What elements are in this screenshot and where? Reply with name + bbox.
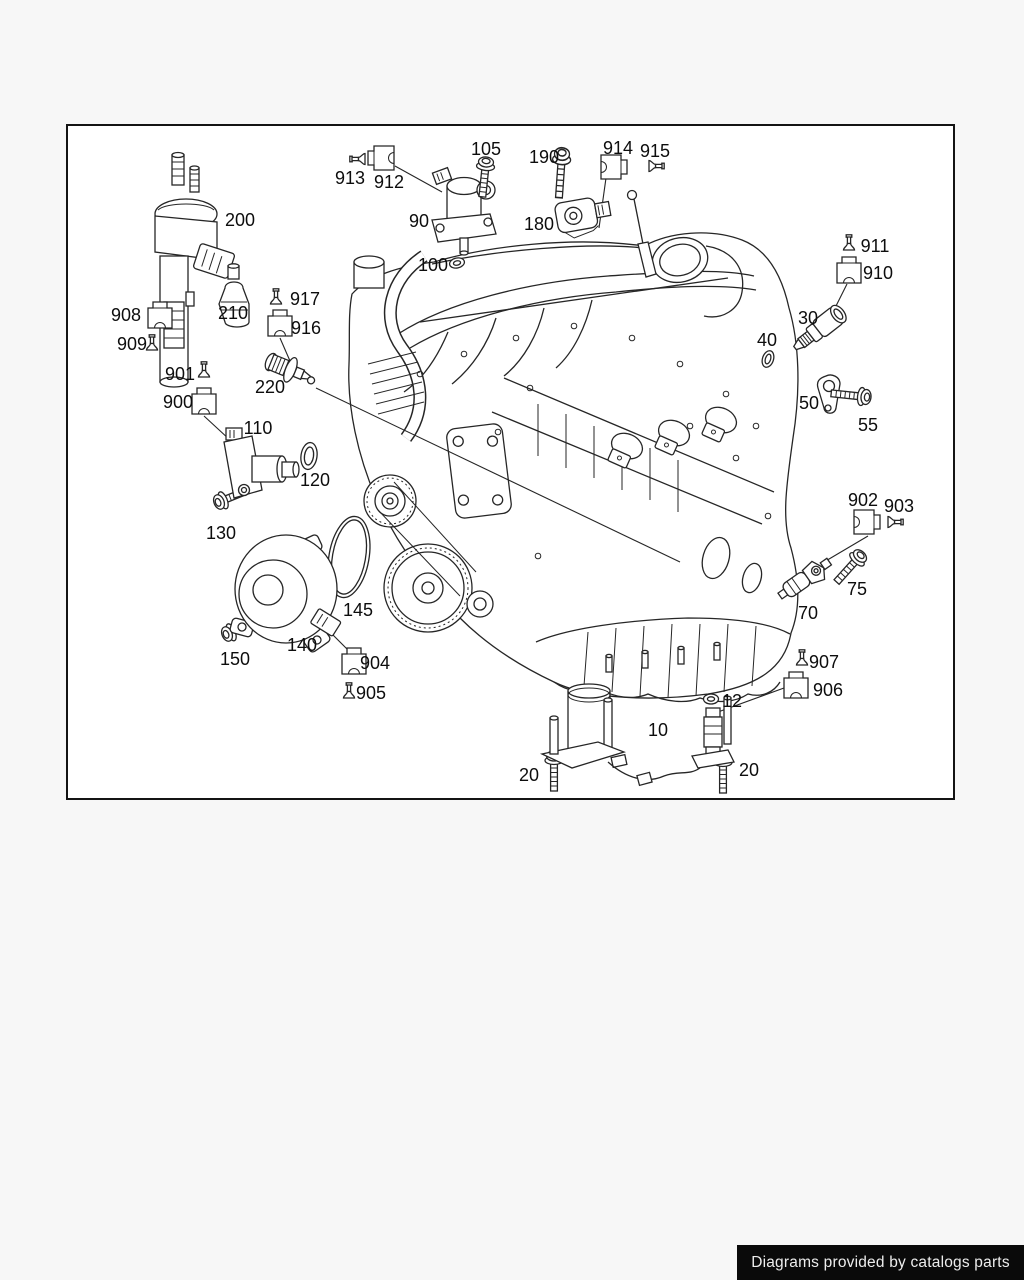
bank-edges bbox=[491, 377, 775, 525]
part-912-connector bbox=[367, 145, 395, 171]
oil-cooler bbox=[446, 423, 512, 519]
part-910-connector bbox=[836, 256, 862, 284]
block-port-oval bbox=[741, 562, 763, 594]
part-200-vacuum-valve bbox=[154, 151, 236, 388]
bellows-ribs bbox=[367, 351, 425, 415]
pan-studs bbox=[605, 641, 721, 673]
engine-parts-diagram bbox=[145, 145, 904, 794]
part-909-pin bbox=[145, 334, 159, 351]
part-12-seal-ring bbox=[702, 693, 720, 705]
crank-pulley bbox=[383, 543, 494, 633]
part-50-bracket bbox=[816, 374, 841, 414]
dipstick bbox=[626, 189, 657, 278]
part-903-pin bbox=[887, 515, 904, 529]
part-902-connector bbox=[853, 509, 881, 535]
part-180-knock-sensor bbox=[554, 197, 612, 239]
part-210-cap bbox=[218, 263, 250, 328]
part-915-pin bbox=[648, 159, 665, 173]
part-110-cam-sensor bbox=[223, 427, 300, 499]
front-cover-lines bbox=[377, 481, 477, 597]
part-901-pin bbox=[197, 361, 211, 378]
part-145-seal-ring bbox=[327, 515, 371, 599]
intake-manifold bbox=[397, 245, 757, 393]
part-904-connector bbox=[341, 647, 367, 675]
throttle-body bbox=[651, 236, 744, 318]
part-900-connector bbox=[191, 387, 217, 415]
exhaust-ports bbox=[607, 406, 738, 469]
footer-credit-text: Diagrams provided by catalogs parts bbox=[751, 1253, 1010, 1271]
part-10-oil-level-assembly bbox=[539, 683, 735, 787]
oil-filter-housing bbox=[353, 255, 385, 289]
part-220-pressure-sensor bbox=[264, 352, 316, 385]
part-75-bolt bbox=[829, 545, 871, 589]
part-40-seal-ring bbox=[761, 350, 775, 368]
footer-credit-bar: Diagrams provided by catalogs parts bbox=[737, 1245, 1024, 1280]
bolt-bosses bbox=[416, 322, 772, 560]
part-120-oring bbox=[300, 441, 318, 471]
part-90-pressure-transducer bbox=[431, 166, 497, 256]
part-917-pin bbox=[269, 288, 283, 305]
part-140-adjuster bbox=[229, 534, 342, 653]
air-duct bbox=[383, 250, 428, 442]
part-913-pin bbox=[349, 152, 366, 166]
part-905-pin bbox=[342, 682, 356, 699]
belt-pulley-upper bbox=[363, 474, 417, 528]
part-906-connector bbox=[783, 671, 809, 699]
oil-pan bbox=[535, 617, 791, 703]
part-30-sensor bbox=[792, 304, 847, 351]
block-port-oval bbox=[701, 536, 731, 580]
part-914-connector bbox=[600, 154, 628, 180]
engine-line-art bbox=[348, 189, 799, 703]
part-916-connector bbox=[267, 309, 293, 337]
part-190-bolt bbox=[549, 146, 573, 200]
part-911-pin bbox=[842, 234, 856, 251]
part-70-crank-sensor bbox=[777, 557, 833, 600]
part-907-pin bbox=[795, 649, 809, 666]
